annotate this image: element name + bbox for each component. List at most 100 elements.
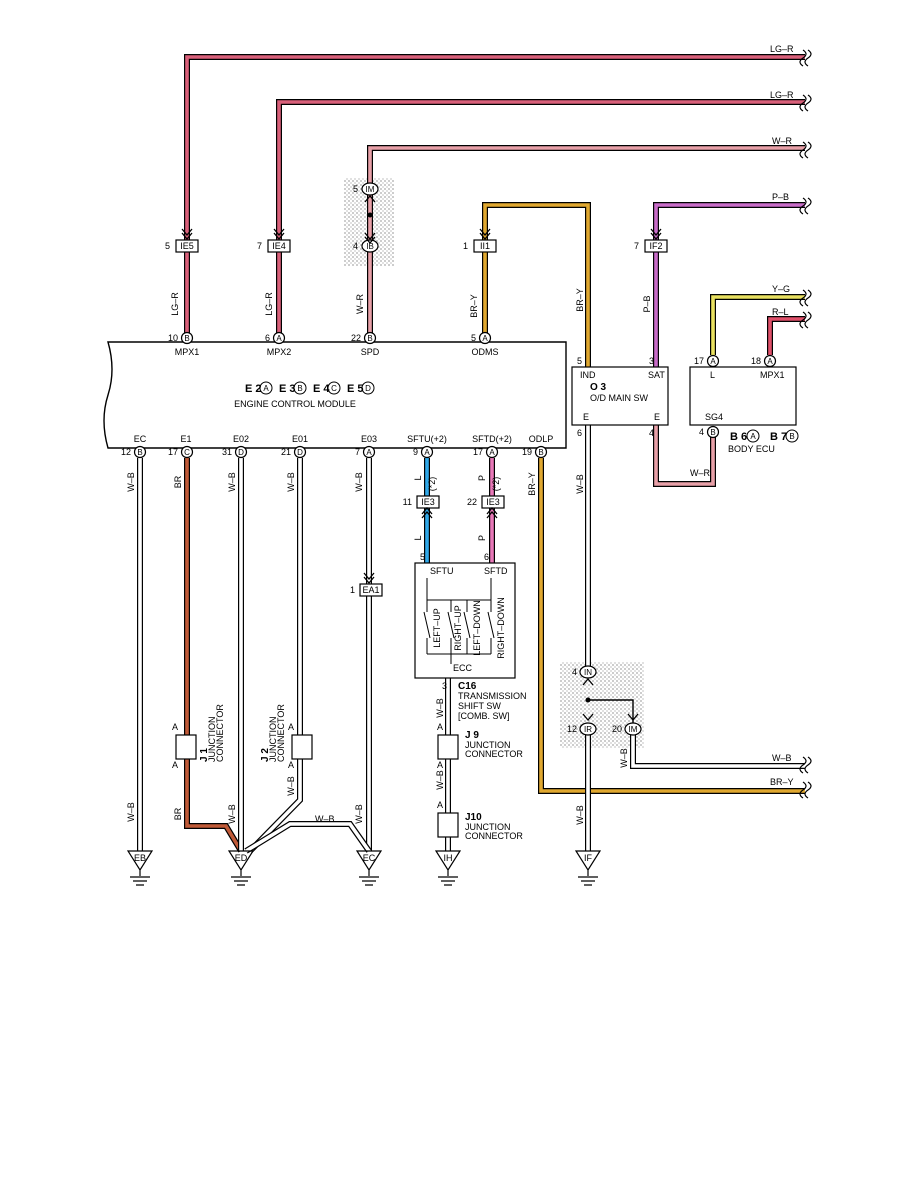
svg-text:22: 22 (467, 497, 477, 507)
vlabel-wb-e02: W–B (227, 472, 237, 492)
od-main-switch: IND SAT O 3 O/D MAIN SW E E 5 3 6 4 (571, 356, 669, 438)
svg-text:A: A (424, 448, 430, 457)
vlabel-wb-c16: W–B (435, 698, 445, 718)
svg-text:EA1: EA1 (362, 585, 379, 595)
svg-text:B: B (367, 334, 372, 343)
vlabel-br-y: BR–Y (469, 294, 479, 318)
svg-text:A: A (366, 448, 372, 457)
ground-ec: EC (355, 850, 383, 886)
svg-text:JUNCTION: JUNCTION (268, 717, 278, 763)
svg-text:EB: EB (134, 853, 146, 863)
svg-text:3: 3 (442, 681, 447, 691)
connector-if2: IF2 7 (634, 239, 668, 253)
wire-wb-1m (630, 735, 805, 769)
svg-text:A: A (437, 722, 443, 732)
svg-text:TRANSMISSION: TRANSMISSION (458, 691, 527, 701)
svg-text:B: B (137, 448, 142, 457)
svg-text:SPD: SPD (361, 347, 380, 357)
svg-text:[COMB. SW]: [COMB. SW] (458, 711, 510, 721)
svg-text:SHIFT SW: SHIFT SW (458, 701, 501, 711)
svg-text:17: 17 (473, 447, 483, 457)
svg-text:D: D (297, 448, 303, 457)
vlabel-wb-e03: W–B (354, 472, 364, 492)
svg-text:IM: IM (629, 725, 638, 734)
connector-im: IM 5 (353, 182, 379, 196)
svg-text:CONNECTOR: CONNECTOR (465, 749, 523, 759)
ground-ih: IH (434, 850, 462, 886)
svg-text:LEFT–UP: LEFT–UP (432, 608, 442, 648)
svg-text:B: B (184, 334, 189, 343)
svg-text:IM: IM (366, 185, 375, 194)
svg-text:JUNCTION: JUNCTION (207, 717, 217, 763)
svg-text:ODLP: ODLP (529, 434, 554, 444)
vlabel-wb-e02-lower: W–B (227, 804, 237, 824)
svg-text:B 7: B 7 (770, 431, 787, 443)
splice-dots (367, 212, 591, 703)
vlabel-br-e1: BR (173, 475, 183, 488)
connector-ir: IR 12 (567, 722, 597, 736)
connector-ib: IB 4 (353, 239, 379, 253)
svg-text:SG4: SG4 (705, 412, 723, 422)
svg-text:19: 19 (522, 447, 532, 457)
svg-text:B: B (297, 384, 302, 393)
svg-text:CONNECTOR: CONNECTOR (276, 704, 286, 762)
svg-text:ECC: ECC (453, 663, 473, 673)
svg-text:SFTD(+2): SFTD(+2) (472, 434, 512, 444)
ecm-bottom-pins: B12 C17 D31 D21 A7 A9 A17 B19 (121, 445, 548, 459)
vlabel-p-2: (*2) (491, 477, 501, 492)
svg-text:II1: II1 (480, 241, 490, 251)
svg-text:A: A (437, 800, 443, 810)
vlabel-wb-eb: W–B (126, 802, 136, 822)
vlabel-l-2: (*2) (427, 477, 437, 492)
svg-text:E1: E1 (180, 434, 191, 444)
wire-label-w-b-right: W–B (772, 753, 792, 763)
svg-text:9: 9 (413, 447, 418, 457)
wire-r-l (767, 316, 805, 355)
ecm-top-pins: B10 A6 B22 A5 (168, 331, 492, 345)
svg-text:ED: ED (235, 853, 248, 863)
svg-text:E03: E03 (361, 434, 377, 444)
svg-text:J 9: J 9 (465, 730, 479, 741)
splice-link (588, 699, 634, 723)
svg-text:IE3: IE3 (421, 497, 435, 507)
wire-p-b-top (653, 202, 805, 367)
junction-connector-j2: A A J 2 JUNCTION CONNECTOR (260, 704, 313, 770)
svg-text:E 5: E 5 (347, 383, 364, 395)
connector-in: IN 4 (572, 665, 597, 679)
wire-break-marks (799, 49, 812, 799)
wire-label-w-r-bottom: W–R (690, 468, 711, 478)
wire-label-r-l: R–L (772, 307, 789, 317)
svg-text:A: A (489, 448, 495, 457)
svg-text:22: 22 (351, 333, 361, 343)
svg-text:A: A (288, 722, 294, 732)
svg-text:SAT: SAT (648, 370, 665, 380)
svg-text:BODY ECU: BODY ECU (728, 444, 775, 454)
svg-text:10: 10 (168, 333, 178, 343)
svg-text:12: 12 (121, 447, 131, 457)
svg-text:A: A (172, 722, 178, 732)
wire-label-y-g: Y–G (772, 284, 790, 294)
ground-ed: ED (227, 850, 255, 886)
vlabel-l: L (413, 475, 423, 480)
svg-text:5: 5 (420, 552, 425, 562)
svg-text:C16: C16 (458, 681, 477, 692)
svg-text:A: A (172, 760, 178, 770)
svg-text:CONNECTOR: CONNECTOR (465, 831, 523, 841)
vlabel-wb-j9: W–B (435, 770, 445, 790)
wire-br-e1 (184, 458, 244, 853)
svg-text:17: 17 (694, 356, 704, 366)
svg-text:RIGHT–DOWN: RIGHT–DOWN (496, 597, 506, 659)
engine-control-module: MPX1 MPX2 SPD ODMS E 2 A E 3 B E 4 C E 5… (103, 341, 567, 449)
transmission-shift-switch: SFTU SFTD ECC 5 6 3 LEFT–UP RIGHT–UP LEF… (414, 552, 527, 721)
vlabel-wb-e01: W–B (286, 472, 296, 492)
vlabel-wb-main: W–B (575, 474, 585, 494)
connector-im-lower: IM 20 (612, 722, 642, 736)
svg-text:LEFT–DOWN: LEFT–DOWN (472, 600, 482, 656)
vlabel-w-r: W–R (355, 294, 365, 315)
svg-text:A: A (288, 760, 294, 770)
svg-text:IF: IF (584, 853, 593, 863)
connector-ea1: EA1 1 (350, 583, 383, 597)
svg-text:IH: IH (444, 853, 453, 863)
wire-y-g (710, 294, 805, 355)
svg-text:JUNCTION: JUNCTION (465, 740, 511, 750)
